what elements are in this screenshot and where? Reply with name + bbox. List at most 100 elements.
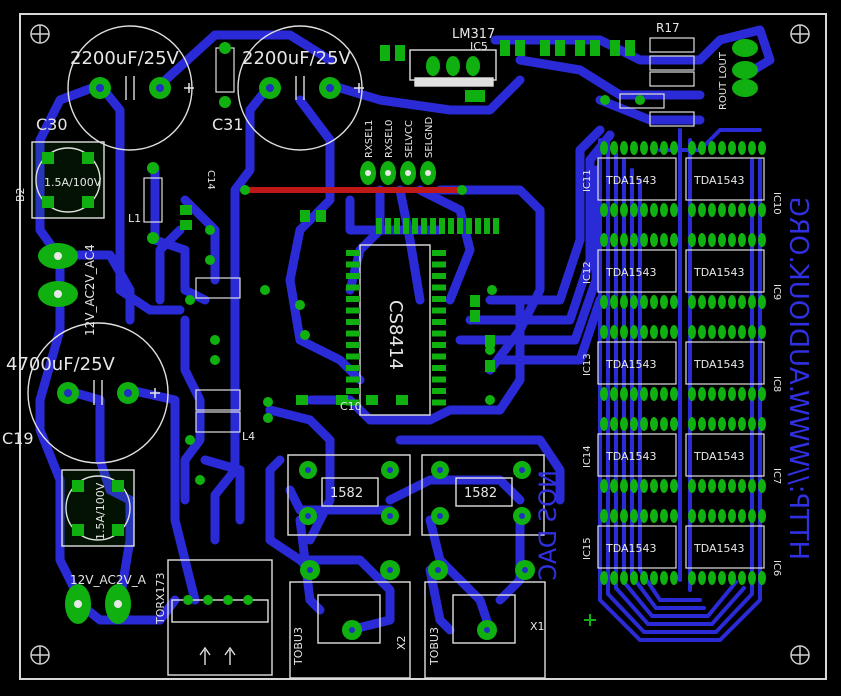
tda-pin-pad xyxy=(630,141,638,155)
tda-chip-label: TDA1543 xyxy=(693,358,745,371)
tda-pin-pad xyxy=(708,203,716,217)
tda-ref-label: IC11 xyxy=(582,169,593,192)
tda-pin-pad xyxy=(708,387,716,401)
smd-pad xyxy=(421,218,427,234)
pads xyxy=(38,39,758,640)
tobu-right-outline xyxy=(424,581,546,679)
tda-pin-pad xyxy=(670,509,678,523)
board-outline xyxy=(19,13,827,680)
copper-text: NOS DAC HTTP://WWW.AUDIOUK.ORG xyxy=(534,197,813,581)
tda-chip-outline xyxy=(685,249,765,293)
tda-pin-pad xyxy=(718,325,726,339)
tda-pin-pad xyxy=(688,417,696,431)
cs8414-pin-pad xyxy=(346,261,360,268)
tda-chip-label: TDA1543 xyxy=(605,450,657,463)
cs8414-outline xyxy=(359,244,431,416)
tda-pin-pad xyxy=(758,203,766,217)
tda-pin-pad xyxy=(738,141,746,155)
cs8414-pin-pad xyxy=(432,307,446,314)
tda-ref-label: IC8 xyxy=(771,376,782,392)
tda-pin-pad xyxy=(758,295,766,309)
tda-pin-pad xyxy=(718,203,726,217)
tda-pin-pad xyxy=(688,509,696,523)
smd-pad xyxy=(475,218,481,234)
tda-ref-label: IC10 xyxy=(771,192,782,215)
tda-pin-pad xyxy=(630,417,638,431)
lm317-pad xyxy=(426,56,480,76)
tda-pin-pad xyxy=(670,417,678,431)
lm317-outline xyxy=(409,49,497,87)
smd-pad xyxy=(376,218,382,234)
tda-pin-pad xyxy=(630,479,638,493)
tda-pin-pad xyxy=(738,479,746,493)
tda-chip-outline xyxy=(685,525,765,569)
tda-pin-pad xyxy=(728,417,736,431)
tda-pin-pad xyxy=(610,387,618,401)
tda-pin-pad xyxy=(688,387,696,401)
tda-pin-pad xyxy=(688,571,696,585)
cs8414-smd-pads xyxy=(346,218,499,406)
tda-pin-pad xyxy=(640,325,648,339)
tda-pin-pad xyxy=(718,295,726,309)
tda-pin-pad xyxy=(728,233,736,247)
smd-pad xyxy=(448,218,454,234)
tda-pin-pad xyxy=(718,233,726,247)
pad xyxy=(147,42,535,640)
tda-pin-pad xyxy=(600,141,608,155)
tda-pin-pad xyxy=(620,417,628,431)
tda-pin-pad xyxy=(748,509,756,523)
tda-pin-pad xyxy=(718,571,726,585)
tda-pin-pad xyxy=(738,295,746,309)
tda-pin-pad xyxy=(660,417,668,431)
tda-pin-pad xyxy=(708,571,716,585)
tda-pin-pad xyxy=(620,571,628,585)
smd-pad xyxy=(412,218,418,234)
cs8414-pin-pad xyxy=(432,353,446,360)
cs8414-pin-pad xyxy=(346,307,360,314)
tda-pin-pad xyxy=(660,387,668,401)
polarity-marks xyxy=(150,83,364,398)
tda-pin-pad xyxy=(738,203,746,217)
smd-pad xyxy=(457,218,463,234)
cs8414-label: CS8414 xyxy=(385,300,406,370)
tda-chip-label: TDA1543 xyxy=(605,358,657,371)
tda-pin-pad xyxy=(650,479,658,493)
tda-pin-pad xyxy=(610,295,618,309)
tda-pin-pad xyxy=(600,509,608,523)
tda-pin-pad xyxy=(688,325,696,339)
smd-pad xyxy=(466,218,472,234)
cs8414-pin-pad xyxy=(346,319,360,325)
tda-pin-pad xyxy=(758,479,766,493)
tda-pin-pad xyxy=(650,509,658,523)
sel-label-3: SELVCC xyxy=(404,120,415,158)
tda-pin-pad xyxy=(698,295,706,309)
tda-pin-pad xyxy=(758,571,766,585)
rotated-silk: B2 12V_AC2V_AC4 1.5A/100V RXSEL1 RXSEL0 … xyxy=(14,51,729,666)
tda-pin-pad xyxy=(610,509,618,523)
tda-chip-label: TDA1543 xyxy=(693,542,745,555)
tda-pin-pad xyxy=(698,325,706,339)
tda-pin-pad xyxy=(728,479,736,493)
tda-pin-pad xyxy=(670,479,678,493)
tda-pin-pad xyxy=(738,233,746,247)
tobu-left-outline xyxy=(289,581,411,679)
tda-pin-pad xyxy=(610,417,618,431)
pad-drill xyxy=(64,84,334,397)
tda-pin-pad xyxy=(748,387,756,401)
tda-pin-pad xyxy=(698,203,706,217)
tda-chip-outline xyxy=(685,157,765,201)
tda-pin-pad xyxy=(748,571,756,585)
tda-pin-pad xyxy=(650,387,658,401)
tda-pin-pad xyxy=(630,295,638,309)
cap-label-bottom: 4700uF/25V xyxy=(6,354,116,375)
tda-pin-pad xyxy=(670,571,678,585)
cs8414-pin-pad xyxy=(346,250,360,256)
ac4-label: 12V_AC2V_AC4 xyxy=(83,244,97,336)
tda-pin-pad xyxy=(660,325,668,339)
cs8414-pin-pad xyxy=(346,365,360,371)
tda-pin-pad xyxy=(688,479,696,493)
smd-pad xyxy=(385,218,391,234)
tda-chip-label: TDA1543 xyxy=(693,174,745,187)
tobu-right-label: TOBU3 xyxy=(428,627,441,666)
